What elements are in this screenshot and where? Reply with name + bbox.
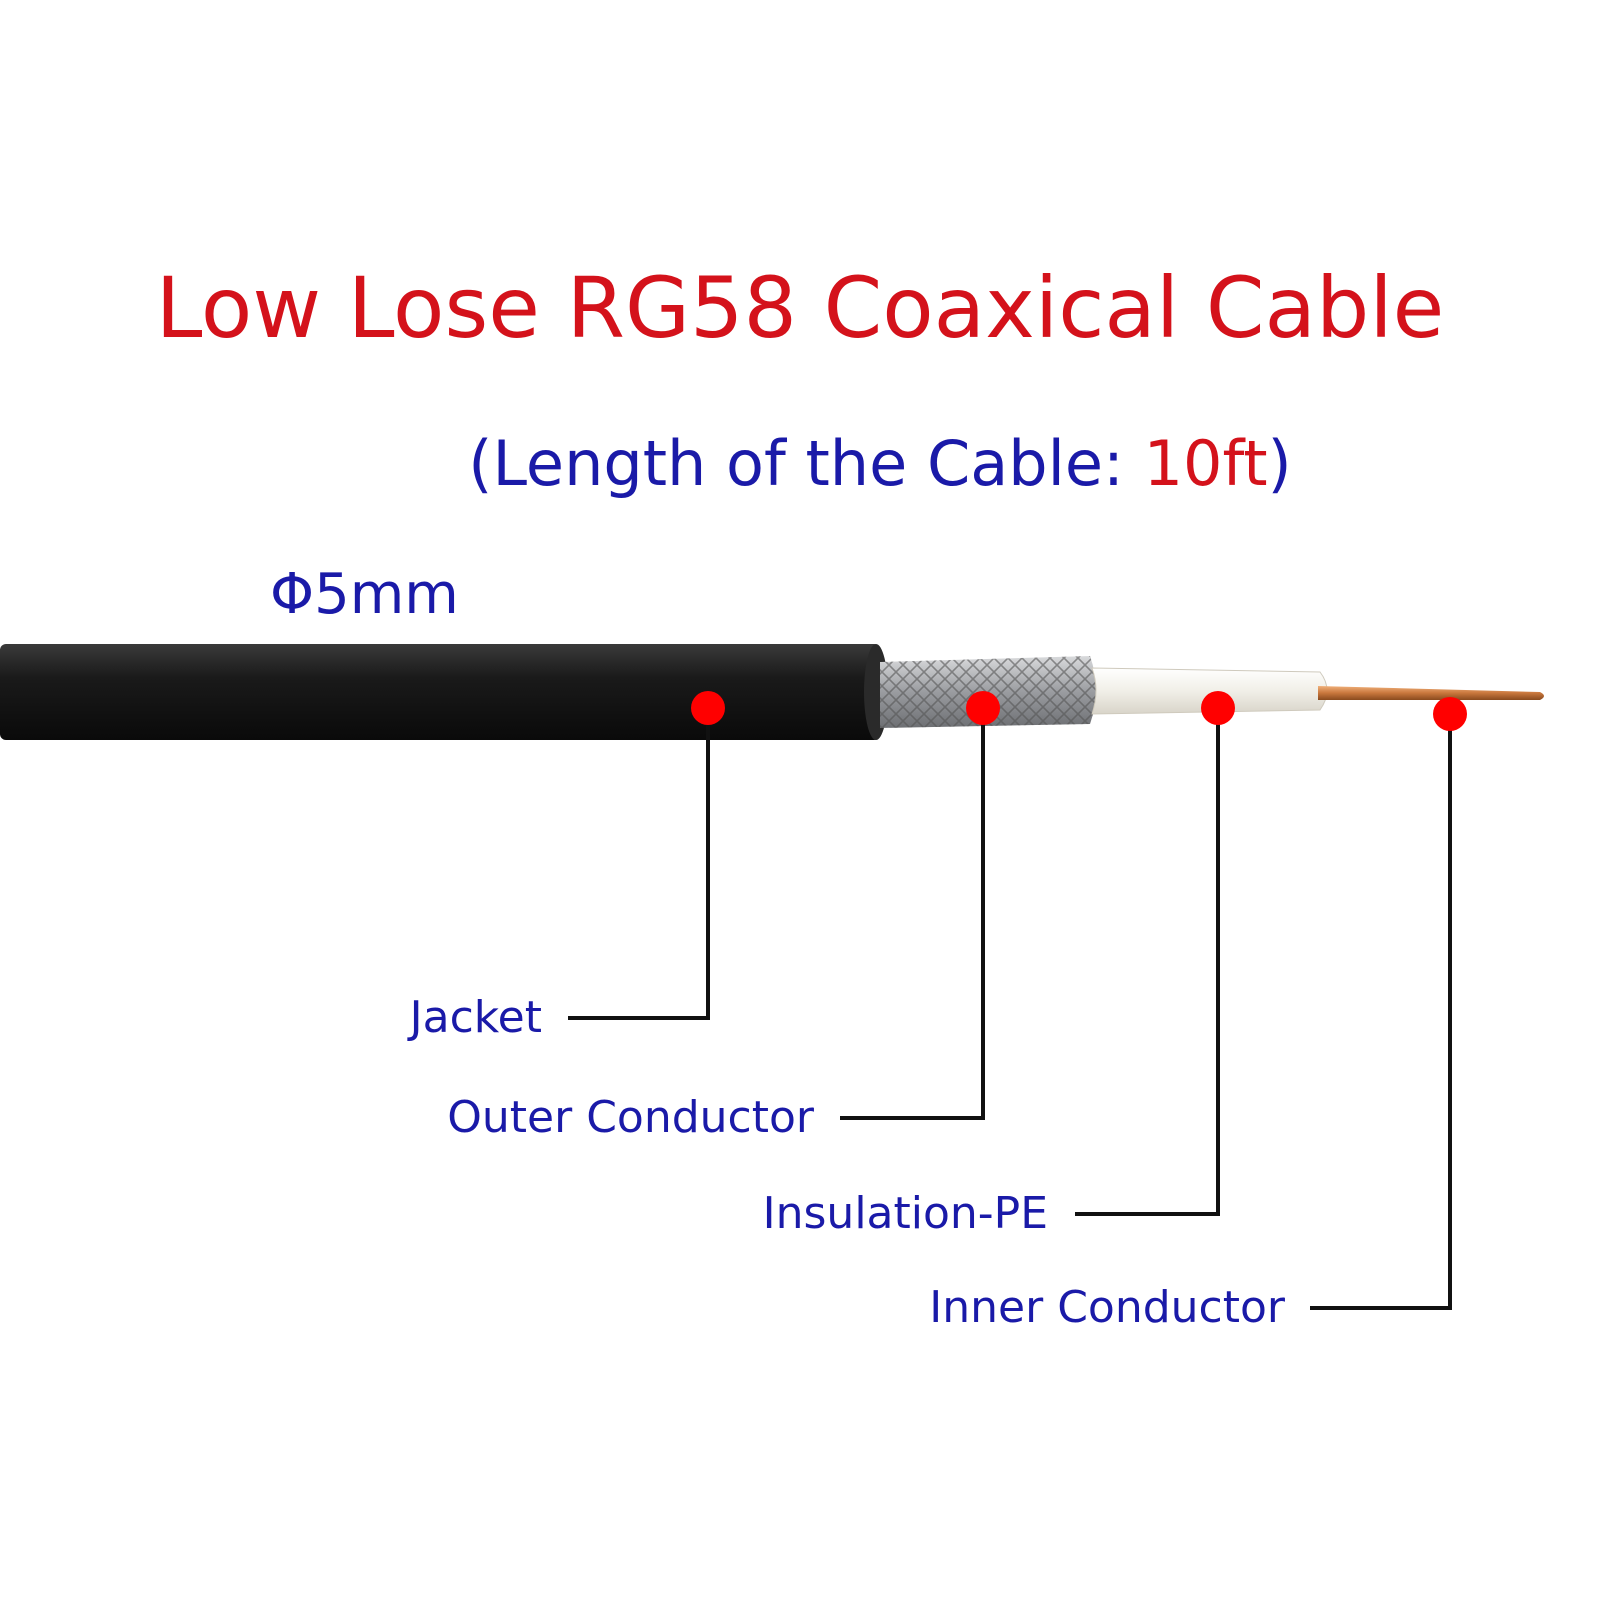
inner-conductor-leader-line [1310, 714, 1452, 1310]
cable-diameter-label: Φ5mm [270, 562, 459, 627]
outer-conductor-leader-line [840, 708, 985, 1120]
label-outer-conductor: Outer Conductor [447, 1092, 814, 1143]
jacket-section [0, 644, 880, 740]
insulation-leader-line [1075, 708, 1220, 1216]
inner-conductor-wire [1318, 686, 1544, 700]
label-inner-conductor: Inner Conductor [929, 1282, 1285, 1333]
diagram-title: Low Lose RG58 Coaxical Cable [155, 259, 1445, 357]
diagram-subtitle: (Length of the Cable: 10ft) [0, 424, 1600, 504]
label-insulation: Insulation-PE [762, 1188, 1048, 1239]
label-jacket: Jacket [409, 992, 542, 1043]
subtitle-suffix: ) [1267, 427, 1292, 500]
insulation-section [1091, 667, 1328, 715]
outer-conductor-marker-dot [966, 691, 1000, 725]
subtitle-prefix: (Length of the Cable: [468, 427, 1144, 500]
cable-length-value: 10ft [1143, 427, 1268, 500]
insulation-marker-dot [1201, 691, 1235, 725]
jacket-leader-line [568, 708, 710, 1020]
inner-conductor-marker-dot [1433, 697, 1467, 731]
jacket-marker-dot [691, 691, 725, 725]
